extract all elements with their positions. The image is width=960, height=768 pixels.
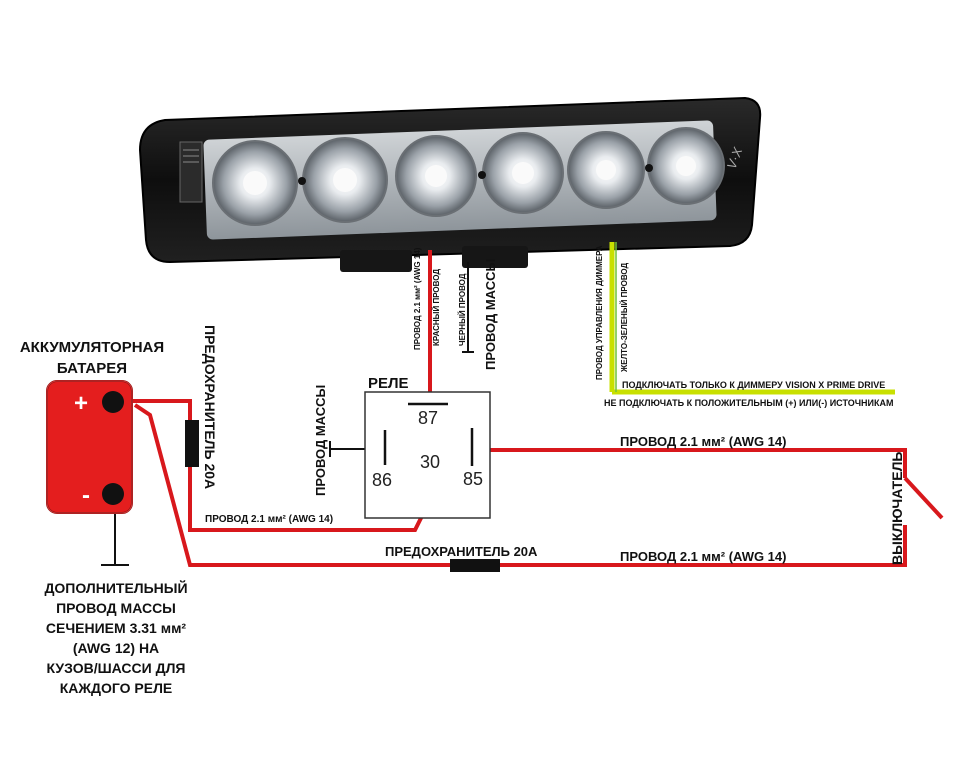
battery-icon xyxy=(46,380,133,514)
mount-foot xyxy=(462,246,528,268)
switch-label: ВЫКЛЮЧАТЕЛЬ xyxy=(889,452,905,565)
lightbar-ground-label: ПРОВОД МАССЫ xyxy=(483,259,498,370)
fuse-bottom-label: ПРЕДОХРАНИТЕЛЬ 20А xyxy=(385,544,538,559)
led-lamp-icon xyxy=(395,135,477,217)
dimmer-wire-label: ПРОВОД УПРАВЛЕНИЯ ДИММЕРА xyxy=(595,245,604,380)
battery-minus-sign: - xyxy=(82,482,90,509)
relay-pin-30: 30 xyxy=(420,452,440,472)
fuse-left-label: ПРЕДОХРАНИТЕЛЬ 20А xyxy=(202,325,218,489)
light-bar: V·X xyxy=(138,96,762,272)
yellow-green-wire-label: ЖЕЛТО-ЗЕЛЕНЫЙ ПРОВОД xyxy=(620,262,629,373)
wire-30-label: ПРОВОД 2.1 мм² (AWG 14) xyxy=(205,514,333,525)
relay-pin-85: 85 xyxy=(463,469,483,489)
mount-foot xyxy=(340,250,412,272)
relay-icon xyxy=(364,391,491,519)
led-lamp-icon xyxy=(567,131,645,209)
relay-title: РЕЛЕ xyxy=(368,375,409,392)
battery-plus-sign: + xyxy=(74,390,88,417)
black-wire-label: ЧЕРНЫЙ ПРОВОД xyxy=(458,273,467,346)
relay-pin-87: 87 xyxy=(418,408,438,428)
brand-logo-icon: V·X xyxy=(724,144,746,171)
flag-emblem-icon xyxy=(179,141,203,203)
fuse-bottom-icon xyxy=(450,559,500,572)
led-lamp-icon xyxy=(482,132,564,214)
extra-ground-line5: КУЗОВ/ШАССИ ДЛЯ xyxy=(47,660,186,676)
extra-ground-note: ДОПОЛНИТЕЛЬНЫЙ ПРОВОД МАССЫ СЕЧЕНИЕМ 3.3… xyxy=(44,579,187,696)
led-lamp-icon xyxy=(212,140,298,226)
extra-ground-line2: ПРОВОД МАССЫ xyxy=(56,600,176,616)
dimmer-note-2: НЕ ПОДКЛЮЧАТЬ К ПОЛОЖИТЕЛЬНЫМ (+) ИЛИ(-)… xyxy=(604,398,894,408)
relay-ground-label: ПРОВОД МАССЫ xyxy=(313,385,328,496)
relay-pin-86: 86 xyxy=(372,470,392,490)
extra-ground-line1: ДОПОЛНИТЕЛЬНЫЙ xyxy=(44,579,187,596)
red-wire-spec: ПРОВОД 2.1 мм² (AWG 14) xyxy=(413,247,422,350)
wire-bottom-label: ПРОВОД 2.1 мм² (AWG 14) xyxy=(620,549,786,564)
extra-ground-line6: КАЖДОГО РЕЛЕ xyxy=(60,680,173,696)
dimmer-note-1: ПОДКЛЮЧАТЬ ТОЛЬКО К ДИММЕРУ VISION X PRI… xyxy=(622,380,885,390)
extra-ground-line3: СЕЧЕНИЕМ 3.31 мм² xyxy=(46,620,187,636)
led-lamp-icon xyxy=(647,127,725,205)
battery-title-line2: БАТАРЕЯ xyxy=(57,360,127,377)
led-lamp-icon xyxy=(302,137,388,223)
battery-title-line1: АККУМУЛЯТОРНАЯ xyxy=(20,339,164,356)
fuse-left-icon xyxy=(185,420,199,467)
red-wire-name: КРАСНЫЙ ПРОВОД xyxy=(432,269,441,346)
wire-85-label: ПРОВОД 2.1 мм² (AWG 14) xyxy=(620,434,786,449)
extra-ground-line4: (AWG 12) НА xyxy=(73,640,159,656)
